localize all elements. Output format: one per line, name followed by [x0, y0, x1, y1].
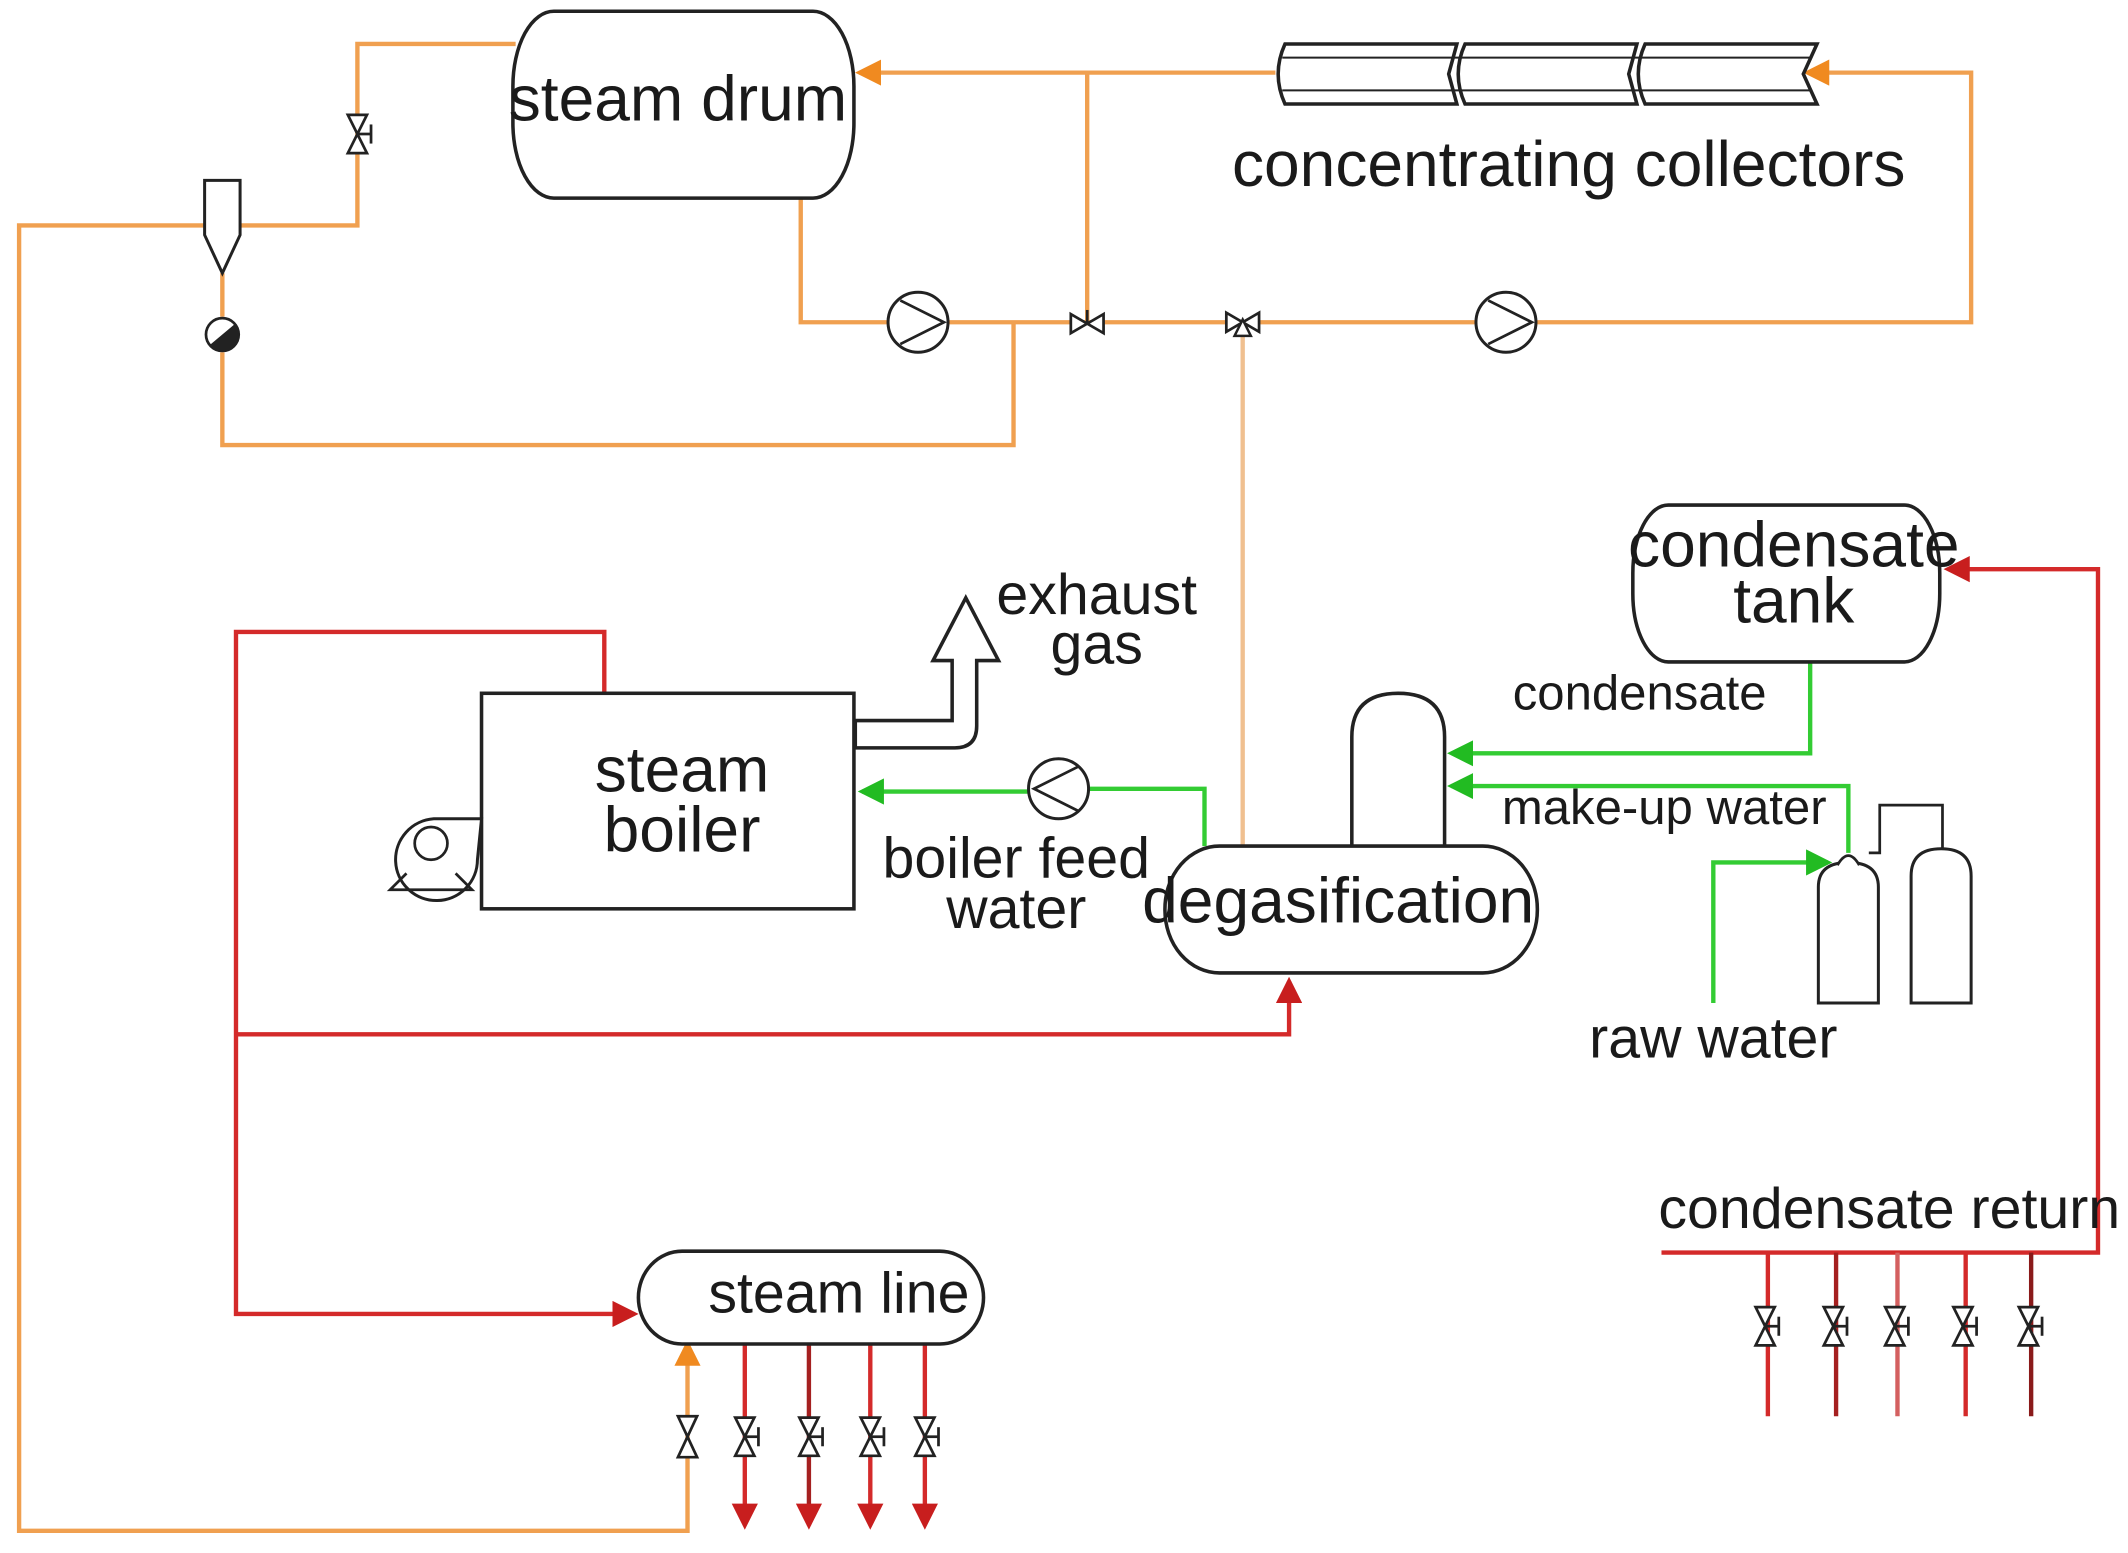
- water-treatment-icon: [1816, 803, 1973, 1005]
- valve-icon[interactable]: [1754, 1305, 1781, 1347]
- condensate-label: condensate: [1513, 667, 1767, 721]
- steam-boiler-label-2: boiler: [604, 794, 761, 866]
- valve-icon[interactable]: [675, 1414, 700, 1459]
- steam-boiler-label: steam: [595, 734, 770, 806]
- valve-icon[interactable]: [346, 113, 373, 155]
- degasification-unit[interactable]: degasification: [1142, 691, 1540, 975]
- steam-line-header[interactable]: steam line: [636, 1249, 986, 1346]
- valve-icon[interactable]: [1224, 311, 1261, 338]
- valve-icon[interactable]: [2017, 1305, 2044, 1347]
- valve-icon[interactable]: [1822, 1305, 1849, 1347]
- pump-icon[interactable]: [1027, 757, 1091, 821]
- steam-line-label: steam line: [708, 1262, 969, 1326]
- condensate-return-label: condensate return: [1658, 1177, 2120, 1241]
- boiler-feed-water-label: boiler feed: [883, 826, 1150, 890]
- steam-drum-label: steam drum: [509, 62, 847, 134]
- condensate-tank-label-2: tank: [1733, 564, 1855, 636]
- valve-icon[interactable]: [797, 1416, 824, 1458]
- exhaust-chimney: [853, 593, 1002, 750]
- condensate-tank[interactable]: condensate tank: [1628, 503, 1960, 664]
- valve-icon[interactable]: [1069, 309, 1105, 335]
- condensate-tank-label: condensate: [1628, 508, 1960, 580]
- make-up-water-label: make-up water: [1502, 781, 1827, 835]
- fan-icon: [386, 817, 484, 903]
- degasification-label: degasification: [1142, 864, 1534, 936]
- raw-water-label: raw water: [1589, 1007, 1837, 1071]
- valve-icon[interactable]: [1952, 1305, 1978, 1347]
- boiler-feed-water-label-2: water: [945, 877, 1086, 941]
- concentrating-collectors-label: concentrating collectors: [1232, 128, 1906, 200]
- valve-icon[interactable]: [913, 1416, 940, 1458]
- steam-drum[interactable]: steam drum: [509, 9, 856, 200]
- pump-icon[interactable]: [1474, 290, 1538, 354]
- concentrating-collectors[interactable]: concentrating collectors: [1232, 42, 1906, 200]
- valve-icon[interactable]: [733, 1416, 760, 1458]
- cyclone-separator-icon: [203, 178, 242, 277]
- level-sensor-icon: [204, 316, 241, 353]
- valve-icon[interactable]: [1883, 1305, 1910, 1347]
- exhaust-gas-label-2: gas: [1051, 612, 1143, 676]
- valve-icon[interactable]: [859, 1416, 886, 1458]
- exhaust-gas-label: exhaust: [996, 563, 1197, 627]
- condensate-return-valves: [1754, 1305, 2044, 1347]
- steam-line-valves: [675, 1414, 940, 1459]
- solar-loop-piping: [16, 41, 1974, 1534]
- water-piping: [857, 661, 1851, 1003]
- steam-boiler[interactable]: steam boiler: [479, 691, 856, 911]
- pump-icon[interactable]: [886, 290, 950, 354]
